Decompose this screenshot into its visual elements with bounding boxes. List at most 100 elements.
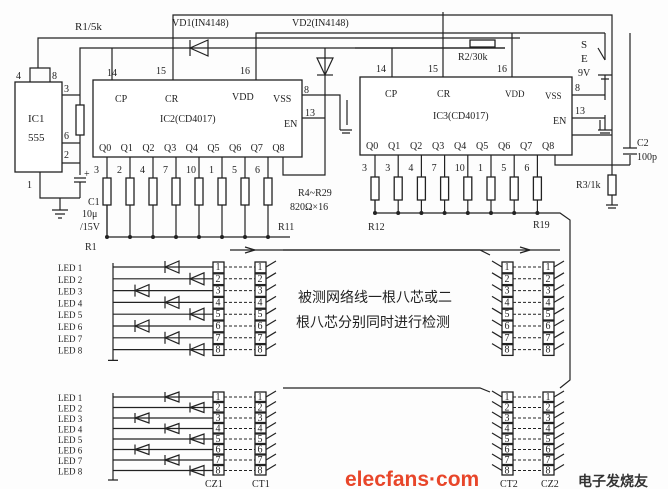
cz1-pin-number: 8 [216, 345, 221, 356]
ct1-pin-number: 8 [258, 466, 263, 477]
ic1-pin4: 4 [16, 71, 21, 82]
ic2-output-pin-number: 5 [232, 165, 237, 176]
ic2-q6-label: Q6 [229, 143, 241, 154]
cz1-pin-number: 2 [216, 274, 221, 285]
ct2-pin-number: 5 [505, 309, 510, 320]
ic3-output-pin-number: 5 [501, 163, 506, 174]
led-diode-icon [133, 283, 150, 298]
cz2-pin-number: 7 [546, 333, 551, 344]
ic2-output-resistor [171, 177, 181, 206]
cable-wire [265, 421, 565, 430]
led-label: LED 7 [58, 456, 83, 466]
ct1-pin-number: 4 [258, 297, 263, 308]
ic1-box [14, 81, 63, 173]
cz2-pin-number: 3 [546, 413, 551, 424]
c2-label: C2 [637, 138, 649, 149]
ic2-q0-label: Q0 [99, 143, 111, 154]
junction-dot [442, 211, 447, 215]
ic2-vss: VSS [273, 94, 291, 105]
ic2-name: IC2(CD4017) [160, 114, 216, 125]
cz2-pin-number: 7 [546, 455, 551, 466]
led-label: LED 8 [58, 346, 83, 356]
ic3-pin15: 15 [428, 64, 438, 75]
ct2-pin-number: 1 [505, 392, 510, 403]
ic3-pin14: 14 [376, 64, 386, 75]
note-line-1: 被测网络线一根八芯或二 [298, 290, 452, 306]
cable-wire [265, 390, 565, 398]
ic2-output-pin-number: 6 [255, 165, 260, 176]
cz1-pin-number: 6 [216, 445, 221, 456]
ic2-q4-label: Q4 [186, 143, 198, 154]
ct1-pin-number: 8 [258, 345, 263, 356]
ct2-pin-number: 5 [505, 434, 510, 445]
junction-dot [197, 235, 201, 239]
ic2-box [92, 79, 303, 158]
ct1-pin-number: 3 [258, 413, 263, 424]
cz1-pin-number: 7 [216, 455, 221, 466]
cz2-pin-box [542, 284, 555, 298]
cable-wire [265, 453, 565, 461]
note-line-2: 根八芯分别同时进行检测 [296, 315, 450, 331]
ic2-output-pin-number: 4 [140, 165, 145, 176]
cz2-pin-number: 8 [546, 345, 551, 356]
junction-dot [266, 235, 270, 239]
led-diode-icon [163, 454, 180, 466]
c1-capacitor [52, 177, 86, 219]
ic2-output-resistor [263, 177, 273, 206]
ic3-box [359, 76, 573, 156]
ic2-pin16: 16 [240, 66, 250, 77]
ic1-pin8: 8 [52, 71, 57, 82]
led-diode-icon [188, 271, 205, 286]
ic2-vdd: VDD [232, 92, 254, 103]
led-label: LED 8 [58, 467, 83, 477]
ct2-pin-number: 2 [505, 403, 510, 414]
vd2-label: VD2(IN4148) [292, 18, 349, 29]
ic1-type: 555 [28, 132, 45, 144]
ic1-pin2: 2 [64, 150, 69, 161]
ground-icon [340, 129, 618, 209]
cz2-label: CZ2 [541, 479, 559, 489]
ic1-wiring [29, 37, 520, 210]
ct1-pin-number: 2 [258, 274, 263, 285]
ic2-q7-label: Q7 [251, 143, 263, 154]
cz2-pin-box [542, 296, 555, 309]
ct1-pin-number: 1 [258, 392, 263, 403]
led-label: LED 5 [58, 310, 83, 320]
ic3-q4-label: Q4 [454, 141, 466, 152]
cz2-pin-number: 2 [546, 274, 551, 285]
ic2-output-pin-number: 2 [117, 165, 122, 176]
led-label: LED 6 [58, 446, 83, 456]
ct2-label: CT2 [500, 479, 518, 489]
ct2-pin-number: 8 [505, 345, 510, 356]
led-diode-icon [133, 319, 150, 333]
ct2-pin-number: 3 [505, 286, 510, 297]
ct1-label: CT1 [252, 479, 270, 489]
ct2-pin-number: 4 [505, 424, 510, 435]
led-common-ground [108, 393, 118, 481]
ic3-cp: CP [385, 89, 398, 100]
cz1-pin-number: 5 [216, 434, 221, 445]
ct2-pin-number: 3 [505, 413, 510, 424]
ic2-pin14: 14 [107, 68, 117, 79]
ic1-pin3: 3 [64, 84, 69, 95]
cz2-pin-number: 4 [546, 424, 551, 435]
cz1-pin-number: 1 [216, 392, 221, 403]
r2-label: R2/30k [458, 52, 487, 63]
ic3-q8-label: Q8 [542, 141, 554, 152]
cz2-pin-number: 2 [546, 403, 551, 414]
ic3-output-pin-number: 10 [455, 163, 465, 174]
junction-dot [128, 235, 132, 239]
led-label: LED 1 [58, 393, 82, 403]
junction-dot [220, 235, 224, 239]
cz2-pin-box [542, 308, 555, 321]
ic1-name: IC1 [28, 113, 45, 125]
ct1-pin-number: 5 [258, 434, 263, 445]
ic2-en: EN [284, 119, 297, 130]
cz2-pin-number: 8 [546, 466, 551, 477]
ic2-output-pin-number: 7 [163, 165, 168, 176]
vd1-diode-icon [188, 39, 209, 57]
ct2-pin-number: 8 [505, 466, 510, 477]
ct2-pin-number: 6 [505, 445, 510, 456]
r19-label: R19 [533, 220, 550, 231]
